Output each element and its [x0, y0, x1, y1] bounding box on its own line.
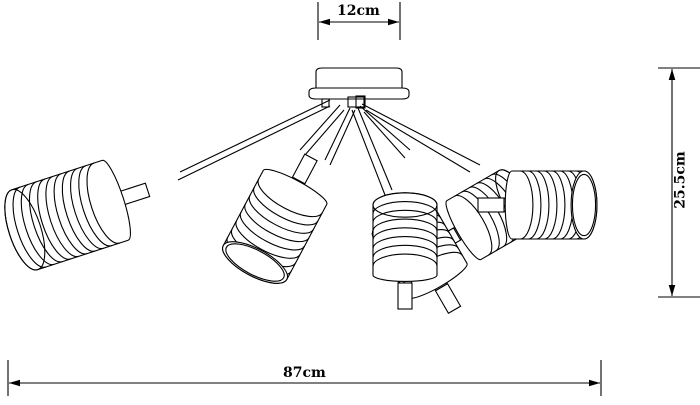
ceiling-canopy: [308, 67, 410, 109]
arm-rod: [324, 107, 351, 161]
arm-rod: [359, 105, 411, 151]
shade-opening: [372, 192, 438, 218]
arm-rod: [177, 105, 331, 181]
shade-stripe: [28, 181, 63, 263]
dimension-total-width: [7, 360, 602, 396]
canopy-width-label: 12cm: [337, 3, 380, 19]
dimension-canopy-width: [317, 2, 401, 40]
height-label: 25.5cm: [672, 151, 689, 209]
lamp-shades: [4, 153, 598, 315]
shade-stripe: [235, 220, 301, 259]
shade-stripe: [372, 253, 438, 267]
shade-stripe: [257, 178, 323, 218]
lamp-arms: [177, 99, 481, 196]
shade-stripe: [454, 195, 493, 256]
shade-stripe: [372, 244, 438, 258]
lamp-shade: [222, 153, 328, 284]
shade-stripe: [244, 203, 310, 243]
arm-rod: [363, 111, 406, 159]
shade-stripe: [20, 183, 55, 266]
shade-stripe: [372, 236, 438, 249]
shade-stripe: [61, 170, 96, 252]
shade-stripe: [45, 175, 80, 258]
shade-stripe: [239, 212, 306, 251]
shade-opening: [4, 188, 46, 271]
lamp-shade: [372, 192, 438, 310]
shade-stripe: [12, 186, 47, 268]
total-width-label: 87cm: [283, 365, 326, 381]
arm-rod: [361, 103, 481, 166]
arm-rod: [304, 109, 345, 156]
shade-stripe: [461, 190, 500, 252]
shade-stripe: [372, 209, 438, 223]
shade-opening: [570, 170, 598, 240]
shade-stripe: [37, 178, 71, 260]
shade-stripe: [70, 167, 104, 250]
lamp-shade: [477, 170, 598, 240]
shade-opening: [222, 241, 289, 284]
arm-rod: [299, 104, 341, 151]
arm-rod: [329, 109, 356, 166]
shade-stripe: [78, 165, 112, 247]
shade-stripe: [372, 218, 438, 232]
shade-stripe: [527, 170, 542, 240]
shade-stripe: [253, 186, 319, 226]
shade-stripe: [372, 201, 438, 214]
shade-stripe: [53, 173, 88, 255]
arm-rod: [365, 109, 471, 173]
shade-stripe: [543, 170, 558, 240]
lamp-shade: [4, 159, 151, 271]
arm-rod: [351, 109, 386, 196]
shade-stripe: [535, 170, 550, 240]
dimension-height: [658, 67, 700, 298]
shade-stripe: [551, 170, 566, 240]
shade-stripe: [372, 227, 438, 241]
shade-stripe: [519, 170, 534, 240]
arm-rod: [357, 107, 393, 191]
shade-stripe: [248, 195, 314, 234]
arm-rod: [179, 99, 331, 173]
shade-stripe: [86, 162, 121, 244]
